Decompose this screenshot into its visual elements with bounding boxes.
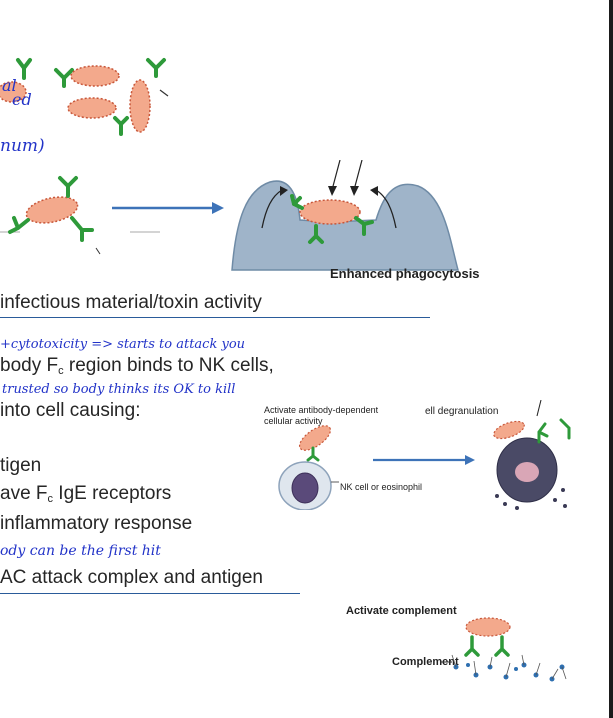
handwritten-note: trusted so body thinks its OK to kill [2,382,236,397]
ige-text: IgE receptors [53,483,172,504]
nk-binding-text: region binds to NK cells, [63,355,274,376]
adcc-figure [278,400,571,510]
phagocyte-cell [231,180,459,271]
degranulating-cell [493,400,571,510]
ige-receptor-line: ave Fc IgE receptors [0,483,171,505]
nk-cell-label: NK cell or eosinophil [340,482,423,492]
adcc-label: Activate antibody-dependent cellular act… [264,405,378,427]
ige-text: ave F [0,483,48,504]
handwritten-note: +cytotoxicity => starts to attack you [0,337,246,352]
fc-subscript: c [47,493,54,505]
fc-subscript: c [58,365,64,377]
opsonized-bacterium [8,176,101,255]
antibody-antigen-complex [464,617,511,657]
adcc-label-line: Activate antibody-dependent [264,405,379,415]
handwritten-note: ed [12,90,32,109]
handwritten-note: num) [0,136,45,156]
inflammatory-line: inflammatory response [0,513,193,534]
mac-line: AC attack complex and antigen [0,567,263,588]
degranulation-label: ell degranulation [425,406,499,417]
nk-binding-line: body Fc region binds to NK cells, [0,355,274,377]
complement-label: Complement [392,656,459,668]
bacterium-icon [0,81,27,103]
opsonization-figure [0,160,459,271]
handwritten-note: ody can be the first hit [0,543,161,559]
slide-edge-bar [609,0,613,718]
arrow-icon [373,455,475,465]
handwritten-note: al [2,76,17,95]
antigen-line: tigen [0,455,42,476]
phagocytosis-label: Enhanced phagocytosis [330,266,480,281]
nk-effect-line: into cell causing: [0,400,141,421]
bacterium-icon [298,425,332,462]
underline [0,593,300,594]
agglutination-figure [0,58,169,136]
nk-cell-icon [278,461,339,510]
adcc-label-line: cellular activity [264,416,323,426]
nk-binding-text: body F [0,355,59,376]
complement-title: Activate complement [346,605,457,617]
underline [0,317,430,318]
neutralization-line: infectious material/toxin activity [0,292,262,313]
complement-proteins [451,654,567,682]
engulfed-bacterium [290,160,374,244]
complement-figure [440,617,567,682]
arrow-icon [112,202,224,214]
